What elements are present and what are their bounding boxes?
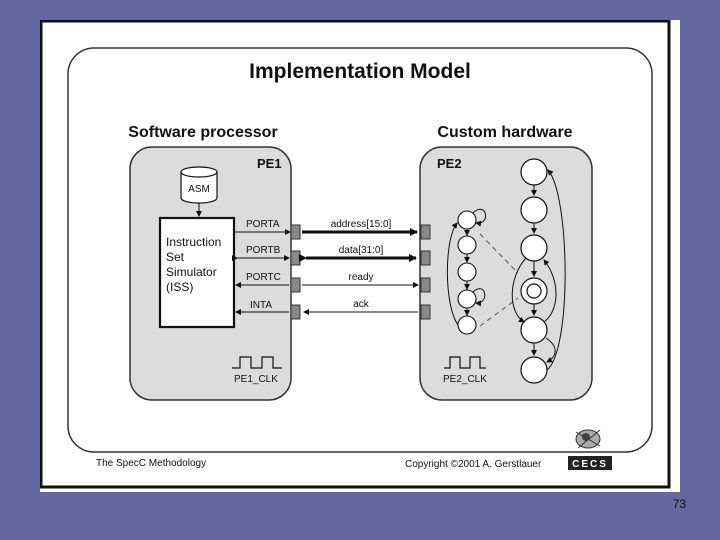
iss-line-1: Instruction <box>166 235 221 249</box>
fsm-state <box>520 234 548 262</box>
cecs-logo: CECS <box>568 429 612 470</box>
software-processor-heading: Software processor <box>128 124 277 141</box>
bus-signals: address[15:0] data[31:0] ready ack <box>299 219 419 315</box>
page-title: Implementation Model <box>249 60 471 83</box>
slide-frame <box>40 20 671 489</box>
fsm-state <box>520 316 548 344</box>
implementation-model-diagram: Implementation Model Software processor … <box>40 20 671 489</box>
footer-left: The SpecC Methodology <box>96 458 206 469</box>
iss-box <box>158 216 236 329</box>
ready-signal-label: ready <box>348 272 373 283</box>
iss-line-2: Set <box>166 250 185 264</box>
port-inta-label: INTA <box>250 300 272 311</box>
pe1-block: PE1 ASM Instruction Set Simulator (ISS) … <box>129 146 301 401</box>
pe1-port-a: PORTA <box>235 219 301 240</box>
asm-database-icon <box>180 166 218 204</box>
iss-line-4: (ISS) <box>166 280 193 294</box>
large-fsm <box>520 158 548 384</box>
slide: Implementation Model Software processor … <box>40 20 680 492</box>
small-fsm-transitions <box>446 208 487 326</box>
hierarchy-dashes <box>479 233 519 327</box>
fsm-state <box>457 289 477 309</box>
page-number: 73 <box>672 497 686 511</box>
pe1-clock-label: PE1_CLK <box>234 374 278 385</box>
pe2-port-4 <box>420 304 431 320</box>
fsm-state <box>520 158 548 186</box>
pe1-label: PE1 <box>257 156 282 171</box>
ack-signal-label: ack <box>353 299 370 310</box>
pe1-port-inta: INTA <box>235 300 301 320</box>
asm-label: ASM <box>188 184 210 195</box>
pe1-clock-waveform <box>232 356 282 369</box>
port-c-label: PORTC <box>246 272 281 283</box>
content-frame <box>67 47 653 453</box>
pe1-port-c: PORTC <box>235 272 301 293</box>
custom-hardware-heading: Custom hardware <box>437 124 572 141</box>
address-signal-label: address[15:0] <box>331 219 392 230</box>
hierarchical-state-inner <box>526 283 542 299</box>
port-b-label: PORTB <box>246 245 281 256</box>
large-fsm-transitions <box>511 169 566 371</box>
pe2-port-1 <box>420 224 431 240</box>
fsm-state <box>520 356 548 384</box>
data-signal-label: data[31:0] <box>339 245 384 256</box>
pe2-clock-label: PE2_CLK <box>443 374 487 385</box>
port-a-label: PORTA <box>246 219 280 230</box>
fsm-state <box>457 210 477 230</box>
pe2-block: PE2 <box>419 146 593 401</box>
logo-text: CECS <box>572 459 608 470</box>
fsm-state <box>457 315 477 335</box>
fsm-state <box>457 262 477 282</box>
pe2-clock-waveform <box>444 356 486 369</box>
small-fsm <box>457 210 477 335</box>
footer-right: Copyright ©2001 A. Gerstlauer <box>405 459 542 470</box>
fsm-state <box>520 196 548 224</box>
iss-line-3: Simulator <box>166 265 217 279</box>
pe2-port-3 <box>420 277 431 293</box>
fsm-state <box>457 235 477 255</box>
pe2-label: PE2 <box>437 156 462 171</box>
pe2-port-2 <box>420 250 431 266</box>
